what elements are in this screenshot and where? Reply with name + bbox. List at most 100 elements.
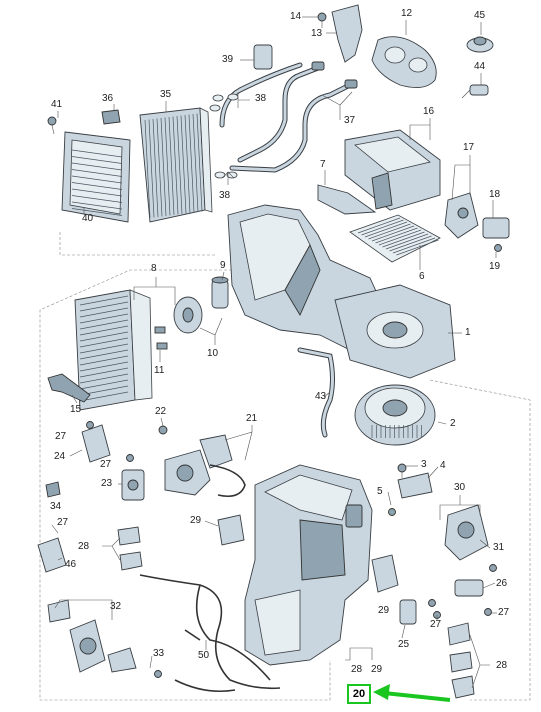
clip-part-36 [101,109,121,125]
valve-part-9 [211,276,229,309]
callout-1: 1 [465,327,471,338]
callout-28-bottom: 28 [351,664,363,675]
wire-harness-part-21 [209,464,246,498]
callout-27-c: 27 [498,607,510,618]
callout-12: 12 [401,8,413,19]
clips-part-11 [154,326,168,350]
highlight-arrow [373,684,451,702]
screw-part-3 [397,463,407,478]
callout-4: 4 [440,460,446,471]
actuator-part-17 [444,192,479,239]
callout-13: 13 [311,28,323,39]
callout-27-e: 27 [57,517,69,528]
heater-housing-part-20 [244,464,373,666]
fan-motor-part-2 [354,384,436,446]
callout-28-left: 28 [78,541,90,552]
leader-lines [51,16,497,689]
linkage-part-28-right [447,622,475,699]
callout-30: 30 [454,482,466,493]
screw-part-19 [494,244,502,252]
callout-23: 23 [101,478,113,489]
actuator-part-32 [47,599,106,673]
callout-41: 41 [51,99,63,110]
callout-3: 3 [421,459,427,470]
callout-29-b: 29 [378,605,390,616]
callout-27-b: 27 [100,459,112,470]
cover-part-4 [397,472,433,499]
callout-9: 9 [220,260,226,271]
grommet-part-45 [466,36,494,53]
callout-18: 18 [489,189,501,200]
screw-part-27-a [86,421,94,429]
seal-plate-part-12 [371,36,437,89]
callout-43: 43 [315,391,327,402]
group-outline-top [59,232,215,256]
bracket-part-24 [81,424,111,463]
callout-16: 16 [423,106,435,117]
screws-part-27-right [428,564,497,619]
callout-7: 7 [320,159,326,170]
callout-32: 32 [110,601,122,612]
callout-2: 2 [450,418,456,429]
callout-21: 21 [246,413,258,424]
sensor-part-15 [47,373,91,403]
wiring-harness-part-50 [139,574,281,693]
bracket-part-26 [454,579,484,597]
callout-36: 36 [102,93,114,104]
refrigerant-pipes [219,61,358,173]
actuator-part-18 [482,217,510,239]
screw-part-22 [158,425,168,435]
servo-motor-part-21 [164,434,233,496]
callout-10: 10 [207,348,219,359]
callout-29-c: 29 [371,664,383,675]
callout-37: 37 [344,115,356,126]
motor-part-23 [121,469,145,501]
callout-27-d: 27 [430,619,442,630]
flange-part-10 [173,296,203,334]
callout-45: 45 [474,10,486,21]
actuator-part-46 [37,537,67,573]
callout-6: 6 [419,271,425,282]
callout-38-top: 38 [255,93,267,104]
heater-core-part-8 [74,289,153,411]
callout-14: 14 [290,11,302,22]
screw-part-14 [317,12,327,28]
callout-19: 19 [489,261,501,272]
callout-29-a: 29 [190,515,202,526]
callout-17: 17 [463,142,475,153]
callout-15: 15 [70,404,82,415]
linkage-part-28-left [117,526,143,571]
callout-5: 5 [377,486,383,497]
callout-31: 31 [493,542,505,553]
callout-38-bottom: 38 [219,190,231,201]
bracket-part-13 [331,4,363,63]
sensor-part-44 [461,84,489,99]
flap-part-7 [317,184,377,215]
callout-33: 33 [153,648,165,659]
callout-35: 35 [160,89,172,100]
screw-part-41 [47,116,57,135]
callout-24: 24 [54,451,66,462]
callout-50: 50 [198,650,210,661]
callout-40: 40 [82,213,94,224]
callout-34: 34 [50,501,62,512]
sensor-part-25 [399,599,417,625]
highlighted-callout-20: 20 [347,684,371,704]
blower-housing-part-1 [334,284,456,379]
callout-44: 44 [474,61,486,72]
callout-8: 8 [151,263,157,274]
clip-part-34 [45,481,61,498]
frame-part-40 [61,131,131,223]
screw-part-27-b [126,454,134,462]
connector-part-39 [253,44,273,70]
callout-28-right: 28 [496,660,508,671]
callout-26: 26 [496,578,508,589]
callout-25: 25 [398,639,410,650]
module-part-29 [217,514,245,546]
actuator-part-30 [444,504,489,561]
linkage-part-33 [107,647,162,678]
callout-39: 39 [222,54,234,65]
callout-27-a: 27 [55,431,67,442]
group-outline-right [429,379,531,701]
